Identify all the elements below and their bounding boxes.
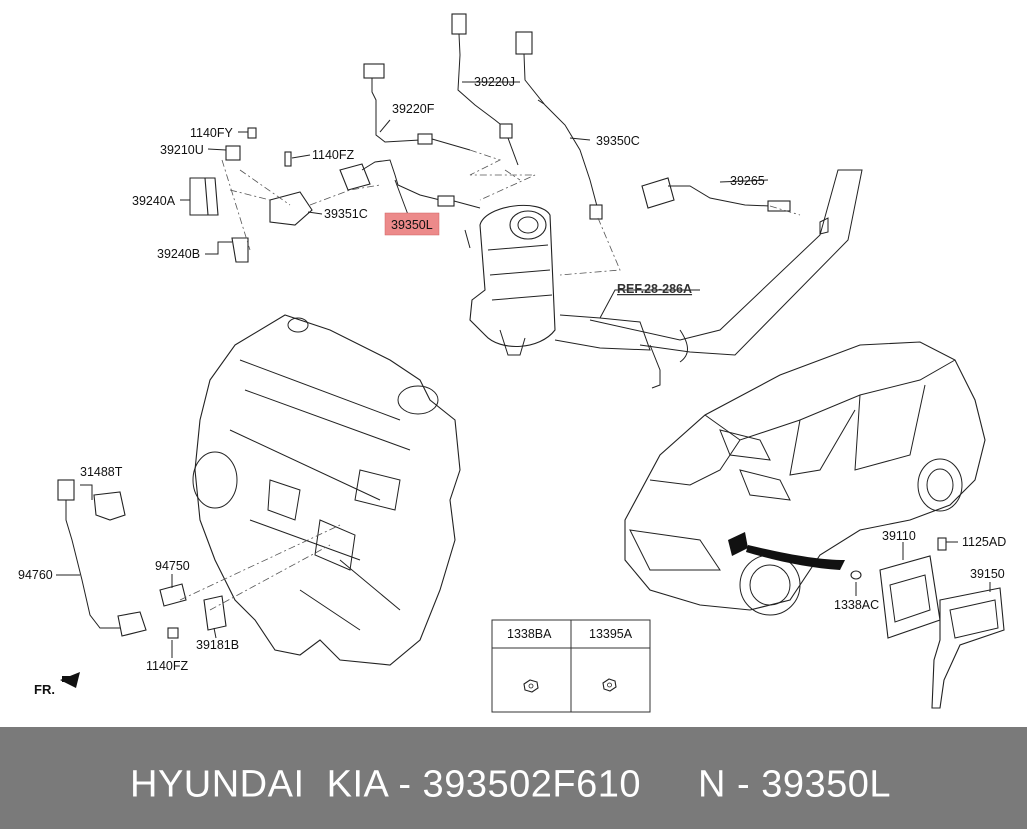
- parts-diagram: 1140FY 39210U 39240A 39240B 1140FZ 39351…: [18, 13, 1006, 713]
- label-39240A: 39240A: [132, 194, 176, 208]
- label-31488T: 31488T: [80, 465, 123, 479]
- fastener-table: 1338BA 13395A: [491, 619, 651, 713]
- label-39150: 39150: [970, 567, 1005, 581]
- label-39210U: 39210U: [160, 143, 204, 157]
- label-1140FZ-top: 1140FZ: [312, 148, 355, 162]
- engine-block: [192, 314, 461, 666]
- label-39350L: 39350L: [391, 218, 433, 232]
- label-39110: 39110: [882, 529, 916, 543]
- footer-reference-number: N - 39350L: [698, 763, 892, 806]
- callout-labels: 1140FY 39210U 39240A 39240B 1140FZ 39351…: [18, 75, 1006, 697]
- leader-dashes: [469, 149, 801, 276]
- label-39350C: 39350C: [596, 134, 640, 148]
- label-39240B: 39240B: [157, 247, 200, 261]
- label-39220J: 39220J: [474, 75, 515, 89]
- footer-bar: HYUNDAI KIA - 393502F610 N - 39350L: [0, 727, 1027, 829]
- catalytic-converter: [464, 204, 556, 356]
- lower-left-parts: [57, 479, 341, 688]
- label-39220F: 39220F: [392, 102, 435, 116]
- label-39181B: 39181B: [196, 638, 239, 652]
- suv-vehicle: [624, 341, 986, 616]
- label-1140FY: 1140FY: [190, 126, 234, 140]
- ecu-assembly: [850, 537, 1005, 709]
- nut-icon: [523, 679, 539, 693]
- highlight-box: [384, 212, 440, 236]
- exhaust-pipe: [554, 169, 863, 389]
- sensor-harnesses: [339, 13, 791, 220]
- footer-brand-partnumber: HYUNDAI KIA - 393502F610: [130, 763, 641, 806]
- label-ref-28-286A: REF.28-286A: [617, 282, 692, 296]
- nut-icon: [602, 678, 617, 692]
- label-1140FZ-bottom: 1140FZ: [146, 659, 189, 673]
- label-1338AC: 1338AC: [834, 598, 879, 612]
- label-1125AD: 1125AD: [962, 535, 1006, 549]
- table-header-1338BA: 1338BA: [507, 627, 552, 641]
- label-front-direction: FR.: [34, 682, 55, 697]
- table-header-13395A: 13395A: [589, 627, 633, 641]
- label-94750: 94750: [155, 559, 190, 573]
- bracket-cluster: [204, 127, 381, 263]
- label-94760: 94760: [18, 568, 53, 582]
- label-39351C: 39351C: [324, 207, 368, 221]
- label-39265: 39265: [730, 174, 765, 188]
